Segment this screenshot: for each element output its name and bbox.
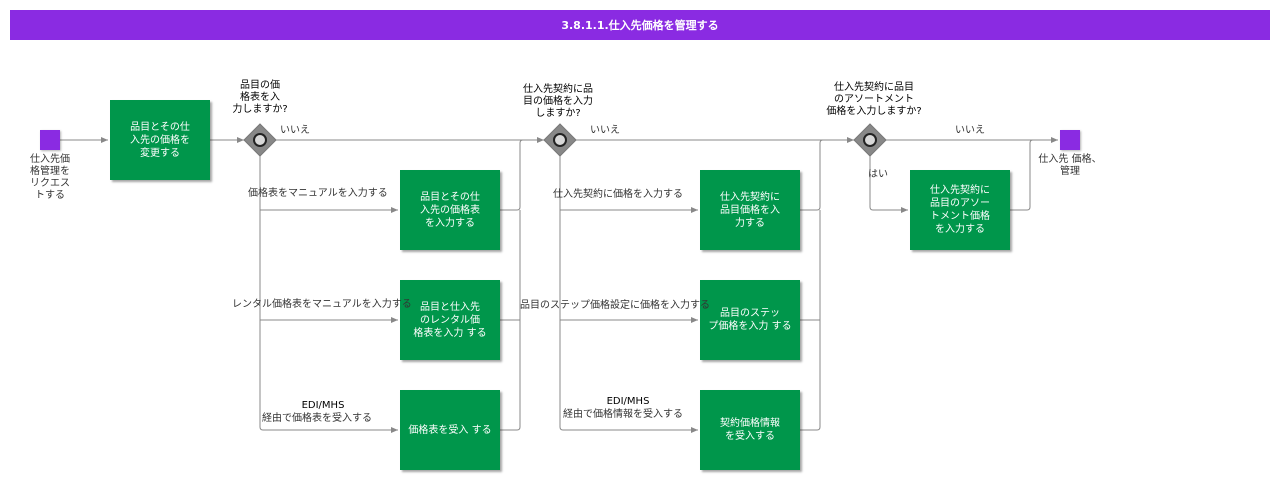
task-change-price[interactable]: 品目とその仕 入先の価格を 変更する <box>110 100 210 180</box>
gateway-3-label: 仕入先契約に品目 のアソートメント 価格を入力しますか? <box>826 82 922 117</box>
flow-label-edi-2-head: EDI/MHS <box>606 396 650 407</box>
flow-label-manual-rental: レンタル価格表をマニュアルを入力する <box>232 299 412 310</box>
start-event <box>40 130 60 150</box>
gateway-1-label: 品目の価 格表を入 力しますか? <box>232 80 288 115</box>
task-receive-contract-price[interactable]: 契約価格情報 を受入する <box>700 390 800 470</box>
task-enter-price-list[interactable]: 品目とその仕 入先の価格表 を入力する <box>400 170 500 250</box>
task-receive-price-list[interactable]: 価格表を受入 する <box>400 390 500 470</box>
end-event-label: 仕入先 価格、 管理 <box>1038 154 1102 177</box>
flow-label-yes-3: はい <box>868 169 888 180</box>
flow-label-edi-2-body: 経由で価格情報を受入する <box>563 409 683 420</box>
task-enter-rental-price-list[interactable]: 品目と仕入先 のレンタル価 格表を入力 する <box>400 280 500 360</box>
gateway-2-label: 仕入先契約に品 目の価格を入力 しますか? <box>523 84 593 119</box>
start-event-label: 仕入先価 格管理を リクエス トする <box>30 154 70 201</box>
task-enter-assortment-price[interactable]: 仕入先契約に 品目のアソー トメント価格 を入力する <box>910 170 1010 250</box>
flow-label-contract-price: 仕入先契約に価格を入力する <box>553 189 683 200</box>
task-enter-contract-price[interactable]: 仕入先契約に 品目価格を入 力する <box>700 170 800 250</box>
flow-label-step-price: 品目のステップ価格設定に価格を入力する <box>520 300 710 311</box>
flow-label-manual-price-list: 価格表をマニュアルを入力する <box>248 188 388 199</box>
flow-label-no-3: いいえ <box>955 125 985 136</box>
flow-label-edi-1-head: EDI/MHS <box>301 400 345 411</box>
gateway-3 <box>853 123 887 157</box>
flow-label-no-2: いいえ <box>590 125 620 136</box>
flow-label-no-1: いいえ <box>280 125 310 136</box>
task-enter-step-price[interactable]: 品目のステッ プ価格を入力 する <box>700 280 800 360</box>
flow-label-edi-1-body: 経由で価格表を受入する <box>262 413 372 424</box>
page-title: 3.8.1.1.仕入先価格を管理する <box>10 10 1270 40</box>
gateway-2 <box>543 123 577 157</box>
gateway-1 <box>243 123 277 157</box>
end-event <box>1060 130 1080 150</box>
